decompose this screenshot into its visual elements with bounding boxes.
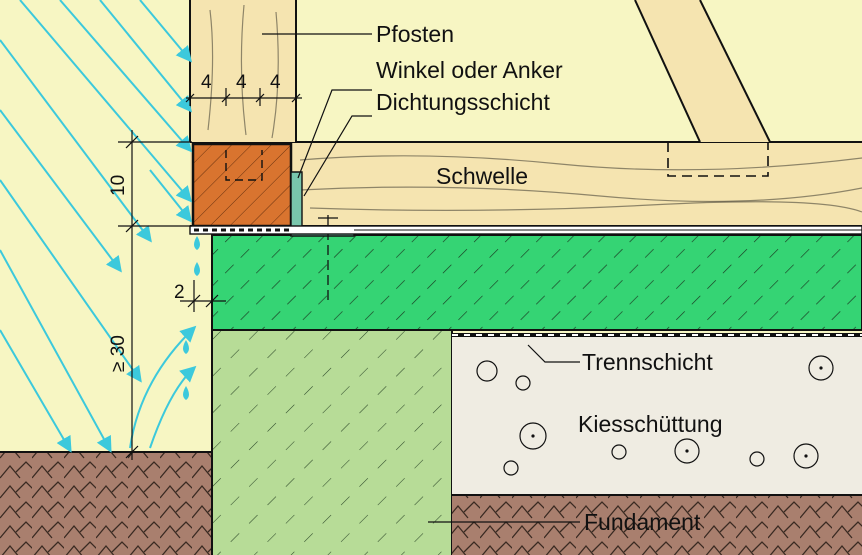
- concrete-slab: [211, 234, 862, 331]
- label-kiesschuettung: Kiesschüttung: [578, 411, 722, 437]
- gravel-fill: [452, 335, 862, 495]
- rain-arrow-icon: [0, 109, 122, 273]
- dim-gap-2: 2: [174, 282, 185, 303]
- dim-post-a: 4: [201, 72, 212, 93]
- label-trennschicht: Trennschicht: [582, 349, 713, 375]
- labels: Pfosten Winkel oder Anker Dichtungsschic…: [108, 21, 722, 535]
- rain-arrow-icon: [0, 39, 152, 243]
- rain-arrow-icon: [0, 179, 142, 383]
- raindrop-icon: [183, 340, 189, 354]
- splash-arrows: [129, 325, 197, 449]
- sealing-layer: [189, 225, 862, 235]
- soil-right: [452, 494, 862, 555]
- foundation-block: [211, 330, 453, 555]
- dim-post-b: 4: [236, 72, 247, 93]
- rain-arrow-icon: [0, 329, 72, 453]
- sill-section: [191, 142, 293, 228]
- label-fundament: Fundament: [584, 509, 701, 535]
- driving-rain: [0, 0, 193, 453]
- soil-left: [0, 451, 212, 555]
- label-winkel: Winkel oder Anker: [376, 57, 563, 83]
- diagonal-brace: [634, 0, 771, 177]
- rain-arrow-icon: [59, 0, 193, 153]
- label-pfosten: Pfosten: [376, 21, 454, 47]
- dimension-lines: [118, 88, 302, 460]
- raindrop-icon: [194, 236, 200, 250]
- raindrops: [183, 236, 200, 400]
- rain-arrow-icon: [139, 0, 193, 63]
- raindrop-icon: [194, 262, 200, 276]
- post: [189, 0, 297, 142]
- dim-height-10: 10: [108, 175, 129, 196]
- rain-arrow-icon: [99, 0, 193, 113]
- label-schwelle: Schwelle: [436, 163, 528, 189]
- rain-arrow-icon: [19, 0, 193, 203]
- raindrop-icon: [183, 386, 189, 400]
- dim-min-30: ≥ 30: [108, 335, 129, 372]
- label-dichtung: Dichtungsschicht: [376, 89, 550, 115]
- leader-lines: [262, 33, 580, 523]
- rain-arrow-icon: [0, 249, 112, 453]
- dim-post-c: 4: [270, 72, 281, 93]
- rain-arrow-icon: [149, 169, 192, 223]
